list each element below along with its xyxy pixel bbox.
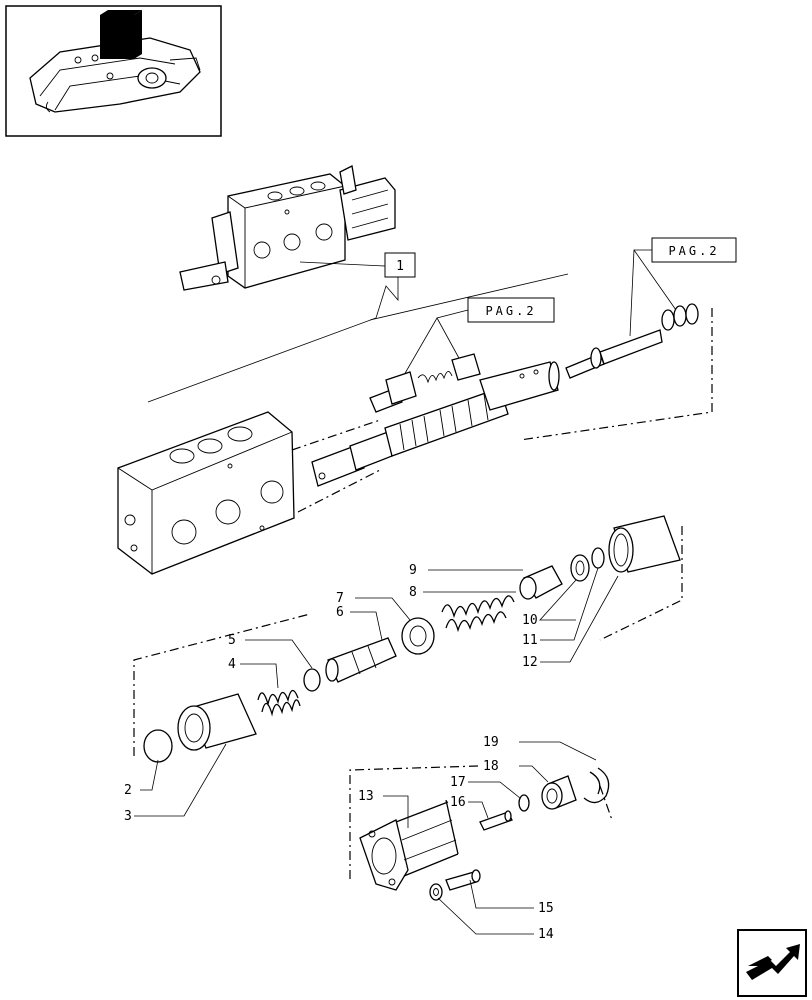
part-17-washer (518, 794, 530, 812)
part-9-cap (519, 565, 563, 600)
valve-body (117, 411, 295, 575)
part-label-3: 3 (124, 809, 132, 824)
part-label-4: 4 (228, 657, 236, 672)
thumbnail-panel (5, 5, 222, 137)
spool-assembly (311, 361, 560, 487)
part-7-collar (401, 617, 435, 655)
part-label-14: 14 (538, 927, 554, 942)
part-2-snap-ring (143, 729, 173, 763)
part-number-labels: 2 3 4 5 67 8 9 10 11 12 13 14 15 16 17 18 19 (124, 563, 554, 942)
part-5-ring (303, 668, 321, 692)
part-label-2: 2 (124, 783, 132, 798)
part-16-pin (479, 810, 513, 831)
part-label-16: 16 (450, 795, 466, 810)
part-19-circlip (583, 767, 610, 804)
part-10-washer (570, 554, 590, 582)
page-reference-mid: PAG.2 (467, 297, 555, 323)
part-13-cover (359, 799, 459, 891)
part-label-9: 9 (409, 563, 417, 578)
callout-part-1-label: 1 (396, 259, 404, 274)
part-label-12: 12 (522, 655, 538, 670)
part-label-8: 8 (409, 585, 417, 600)
part-label-5: 5 (228, 633, 236, 648)
part-4-spring (257, 689, 301, 717)
next-page-arrow-icon[interactable] (737, 929, 807, 997)
part-label-19: 19 (483, 735, 499, 750)
page-reference-mid-label: PAG.2 (485, 304, 536, 318)
tractor-lift-cover-icon (29, 10, 201, 113)
page-reference-top-label: PAG.2 (668, 244, 719, 258)
valve-section-assembled (179, 165, 396, 291)
part-label-10: 10 (522, 613, 538, 628)
part-6-plunger (325, 637, 397, 683)
part-label-17: 17 (450, 775, 466, 790)
relief-valve-plug (369, 353, 481, 413)
part-label-6: 6 (336, 605, 344, 620)
detent-rod (565, 303, 699, 379)
part-8-spring (441, 595, 515, 633)
part-12-sleeve (608, 515, 681, 573)
part-11-ring (591, 547, 605, 569)
part-label-7: 7 (336, 591, 344, 606)
page-reference-top: PAG.2 (651, 237, 737, 263)
callout-part-1: 1 (384, 252, 416, 278)
part-label-15: 15 (538, 901, 554, 916)
part-14-washer (429, 883, 443, 901)
part-label-11: 11 (522, 633, 538, 648)
leader-lines (134, 567, 619, 935)
part-label-13: 13 (358, 789, 374, 804)
part-label-18: 18 (483, 759, 499, 774)
part-15-screw (445, 869, 481, 891)
part-3-housing (177, 693, 257, 751)
part-18-bush (541, 775, 577, 810)
